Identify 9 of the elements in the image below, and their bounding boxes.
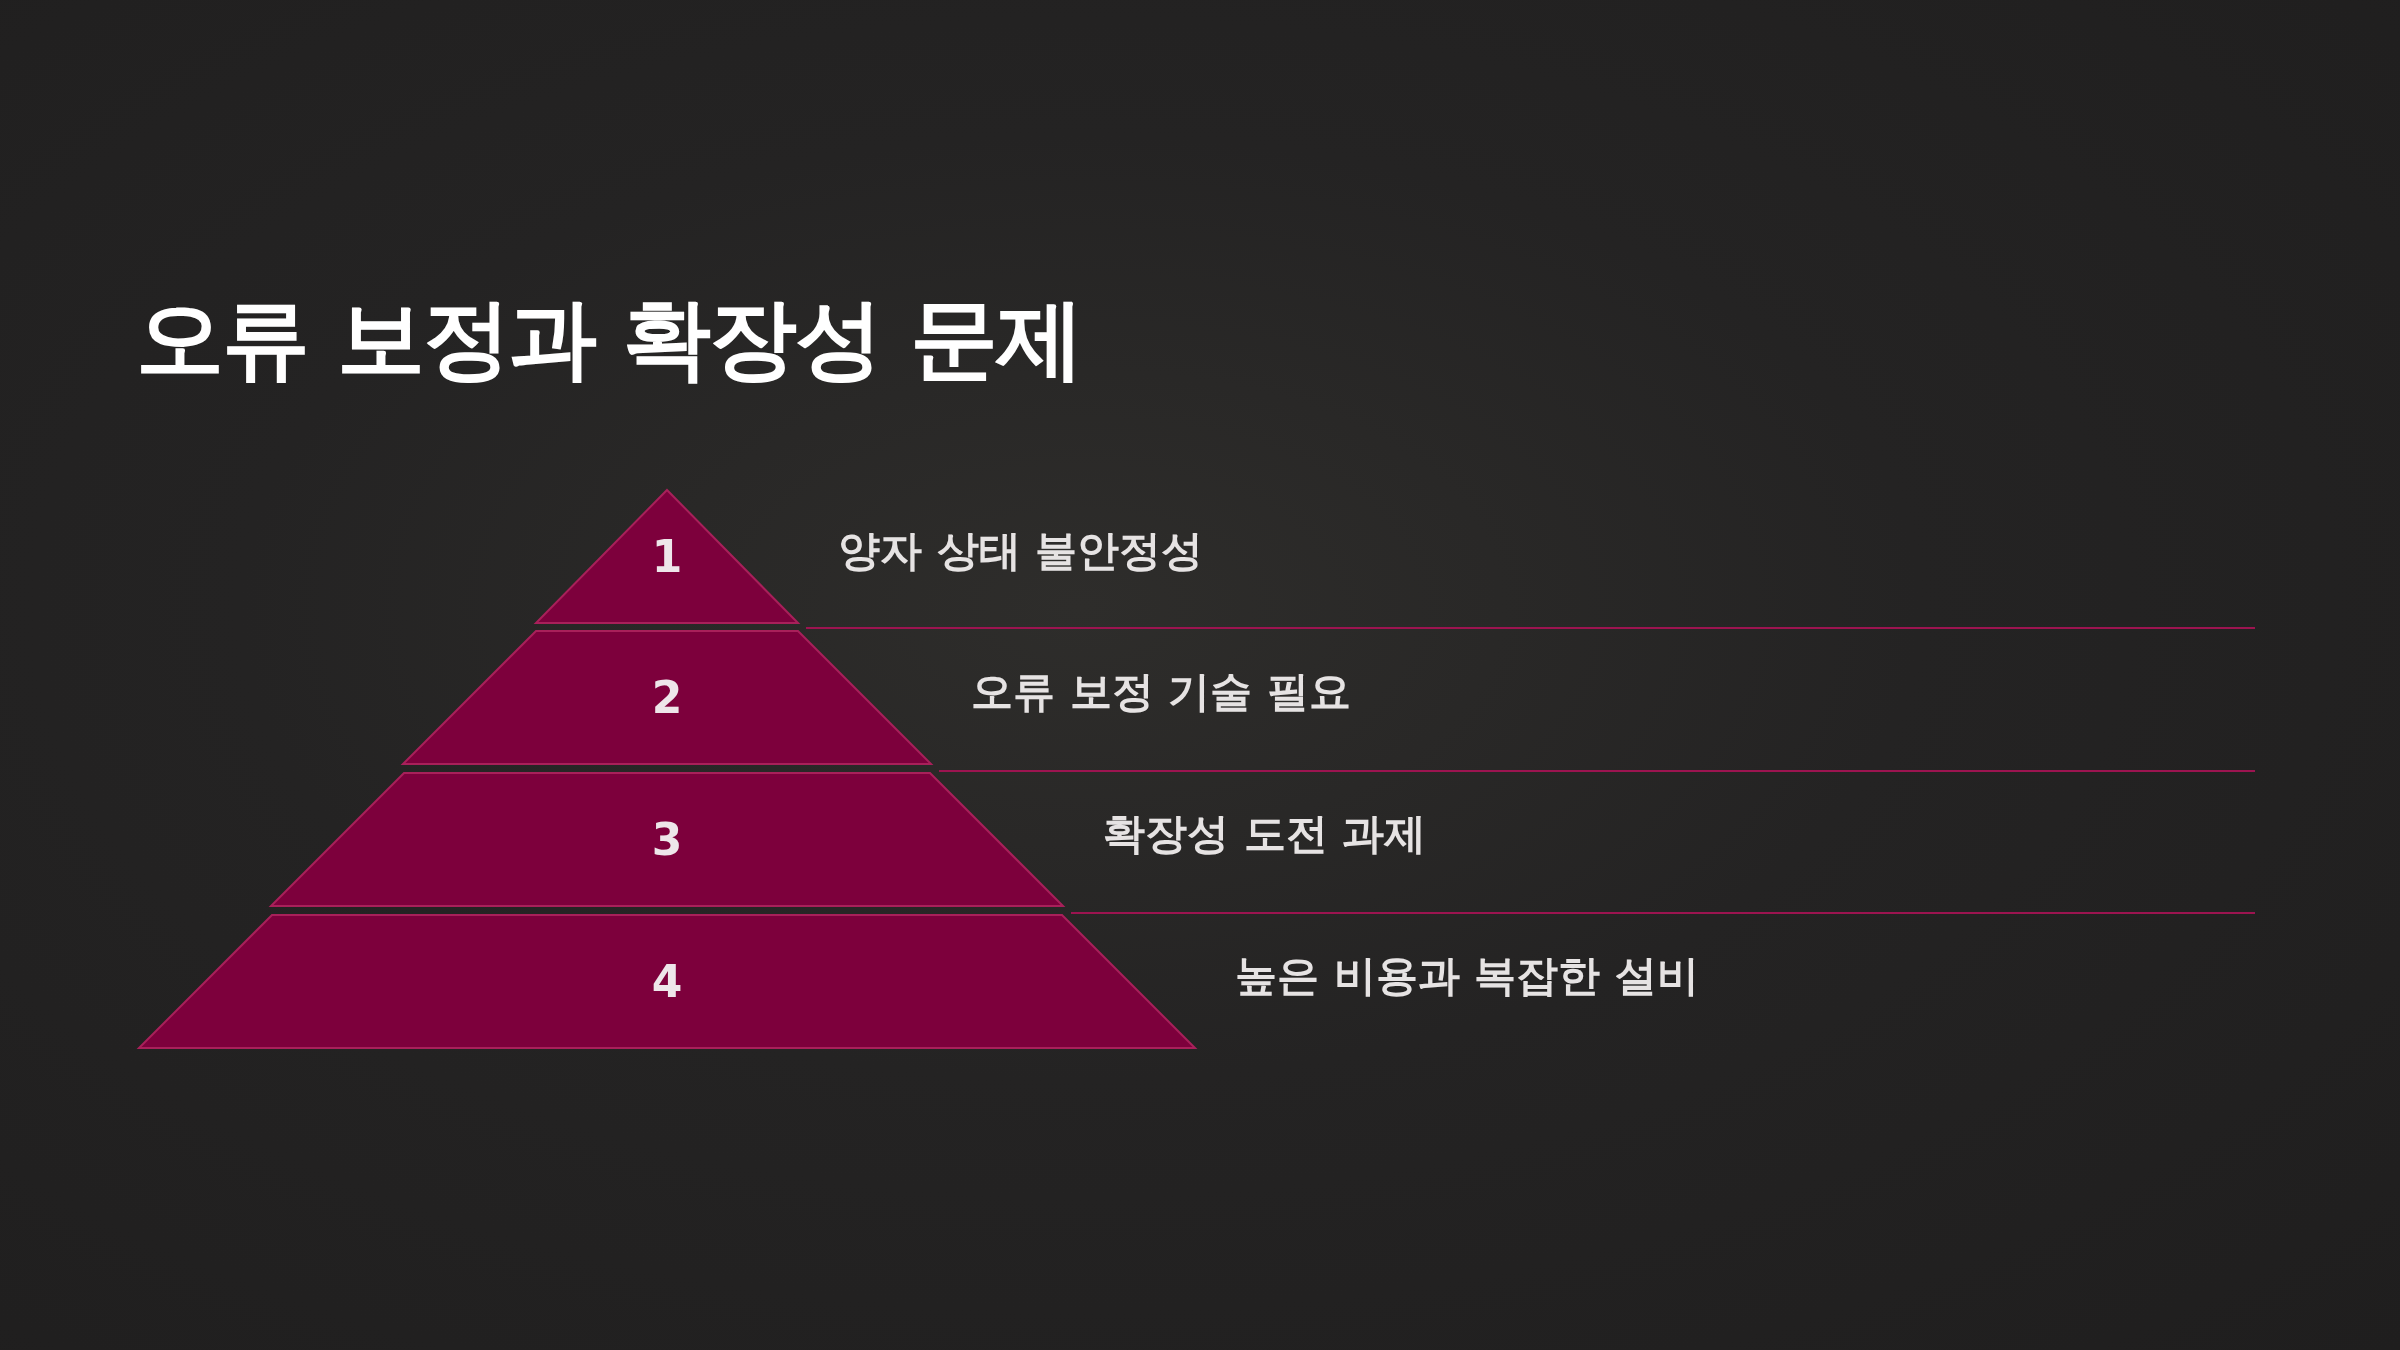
tier-number: 4 [651, 959, 683, 1004]
tier-number: 3 [651, 817, 683, 862]
tier-label: 확장성 도전 과제 [1103, 813, 1427, 855]
tier-label: 양자 상태 불안정성 [838, 530, 1204, 572]
tier-number: 1 [651, 534, 683, 579]
tier-label: 오류 보정 기술 필요 [971, 671, 1351, 713]
tier-number: 2 [651, 675, 683, 720]
slide-title: 오류 보정과 확장성 문제 [136, 286, 1082, 392]
tier-label: 높은 비용과 복잡한 설비 [1235, 955, 1699, 997]
